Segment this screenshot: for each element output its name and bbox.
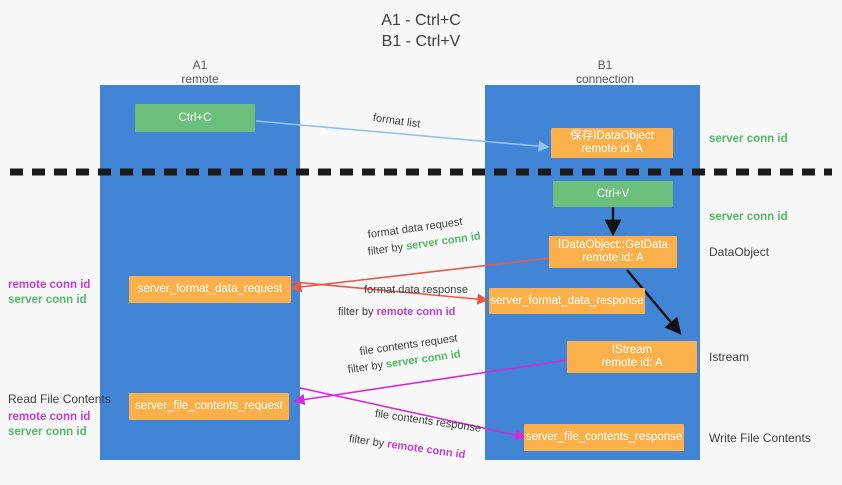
left-label-group-format: remote conn id server conn id: [8, 278, 98, 308]
column-header-a1: A1 remote: [120, 58, 280, 86]
title-line-1: A1 - Ctrl+C: [381, 12, 461, 29]
column-b1-name: B1: [597, 58, 613, 72]
left-label-server-conn-id-2: server conn id: [8, 426, 87, 438]
column-a1-sub: remote: [181, 72, 219, 86]
node-server-format-data-request[interactable]: server_format_data_request: [129, 276, 291, 303]
left-label-read-file-contents: Read File Contents: [8, 392, 111, 406]
filter-prefix-1: filter by: [367, 240, 407, 259]
edge-label-format-data-response-filter: filter by remote conn id: [338, 305, 455, 320]
left-label-group-file: remote conn id server conn id: [8, 410, 98, 440]
diagram-title: A1 - Ctrl+C B1 - Ctrl+V: [0, 10, 842, 52]
node-idataobject-getdata[interactable]: IDataObject::GetData remote id: A: [549, 236, 677, 268]
node-idataobject-label: 保存IDataObject: [570, 130, 654, 142]
node-idataobject-sub: remote id: A: [581, 143, 643, 155]
node-ctrl-v[interactable]: Ctrl+V: [553, 181, 673, 207]
edge-label-file-contents-response-filter: filter by remote conn id: [348, 432, 466, 463]
right-label-istream: Istream: [709, 350, 750, 364]
filter-prefix-4: filter by: [348, 432, 389, 451]
node-istream-sub: remote id: A: [601, 357, 663, 369]
right-label-dataobject: DataObject: [709, 245, 770, 259]
right-label-server-conn-id-top: server conn id: [709, 133, 788, 145]
column-header-b1: B1 connection: [525, 58, 685, 86]
node-server-file-contents-request-label: server_file_contents_request: [135, 400, 283, 412]
node-idataobject[interactable]: 保存IDataObject remote id: A: [551, 128, 673, 158]
left-label-server-conn-id-1: server conn id: [8, 294, 87, 306]
node-istream-label: IStream: [611, 344, 653, 356]
node-server-file-contents-response-label: server_file_contents_response: [525, 431, 683, 443]
edge-label-file-contents-response: file contents response: [374, 407, 482, 435]
node-server-file-contents-response[interactable]: server_file_contents_response: [524, 424, 684, 451]
right-label-server-conn-id-mid: server conn id: [709, 211, 788, 223]
filter-prefix-3: filter by: [347, 358, 387, 377]
node-server-format-data-request-label: server_format_data_request: [137, 283, 283, 295]
node-server-file-contents-request[interactable]: server_file_contents_request: [129, 393, 289, 420]
right-label-write-file-contents: Write File Contents: [709, 431, 811, 445]
node-ctrl-v-label: Ctrl+V: [596, 187, 630, 200]
node-ctrl-c-label: Ctrl+C: [178, 111, 212, 124]
title-line-2: B1 - Ctrl+V: [381, 33, 461, 50]
left-label-remote-conn-id-1: remote conn id: [8, 279, 91, 291]
node-ctrl-c[interactable]: Ctrl+C: [135, 104, 255, 132]
filter-prefix-2: filter by: [338, 306, 377, 318]
column-b1-sub: connection: [575, 72, 635, 86]
edge-label-format-data-response: format data response: [364, 284, 468, 296]
node-istream[interactable]: IStream remote id: A: [567, 341, 697, 373]
left-label-remote-conn-id-2: remote conn id: [8, 411, 91, 423]
node-server-format-data-response-label: server_format_data_response: [490, 294, 644, 307]
node-getdata-sub: remote id: A: [582, 252, 644, 264]
node-getdata-label: IDataObject::GetData: [558, 239, 668, 251]
node-server-format-data-response[interactable]: server_format_data_response: [489, 288, 645, 314]
filter-value-remote-conn-id-1: remote conn id: [376, 306, 456, 318]
filter-value-remote-conn-id-2: remote conn id: [386, 438, 467, 462]
column-a1-name: A1: [192, 58, 208, 72]
edge-label-format-list: format list: [372, 111, 422, 131]
